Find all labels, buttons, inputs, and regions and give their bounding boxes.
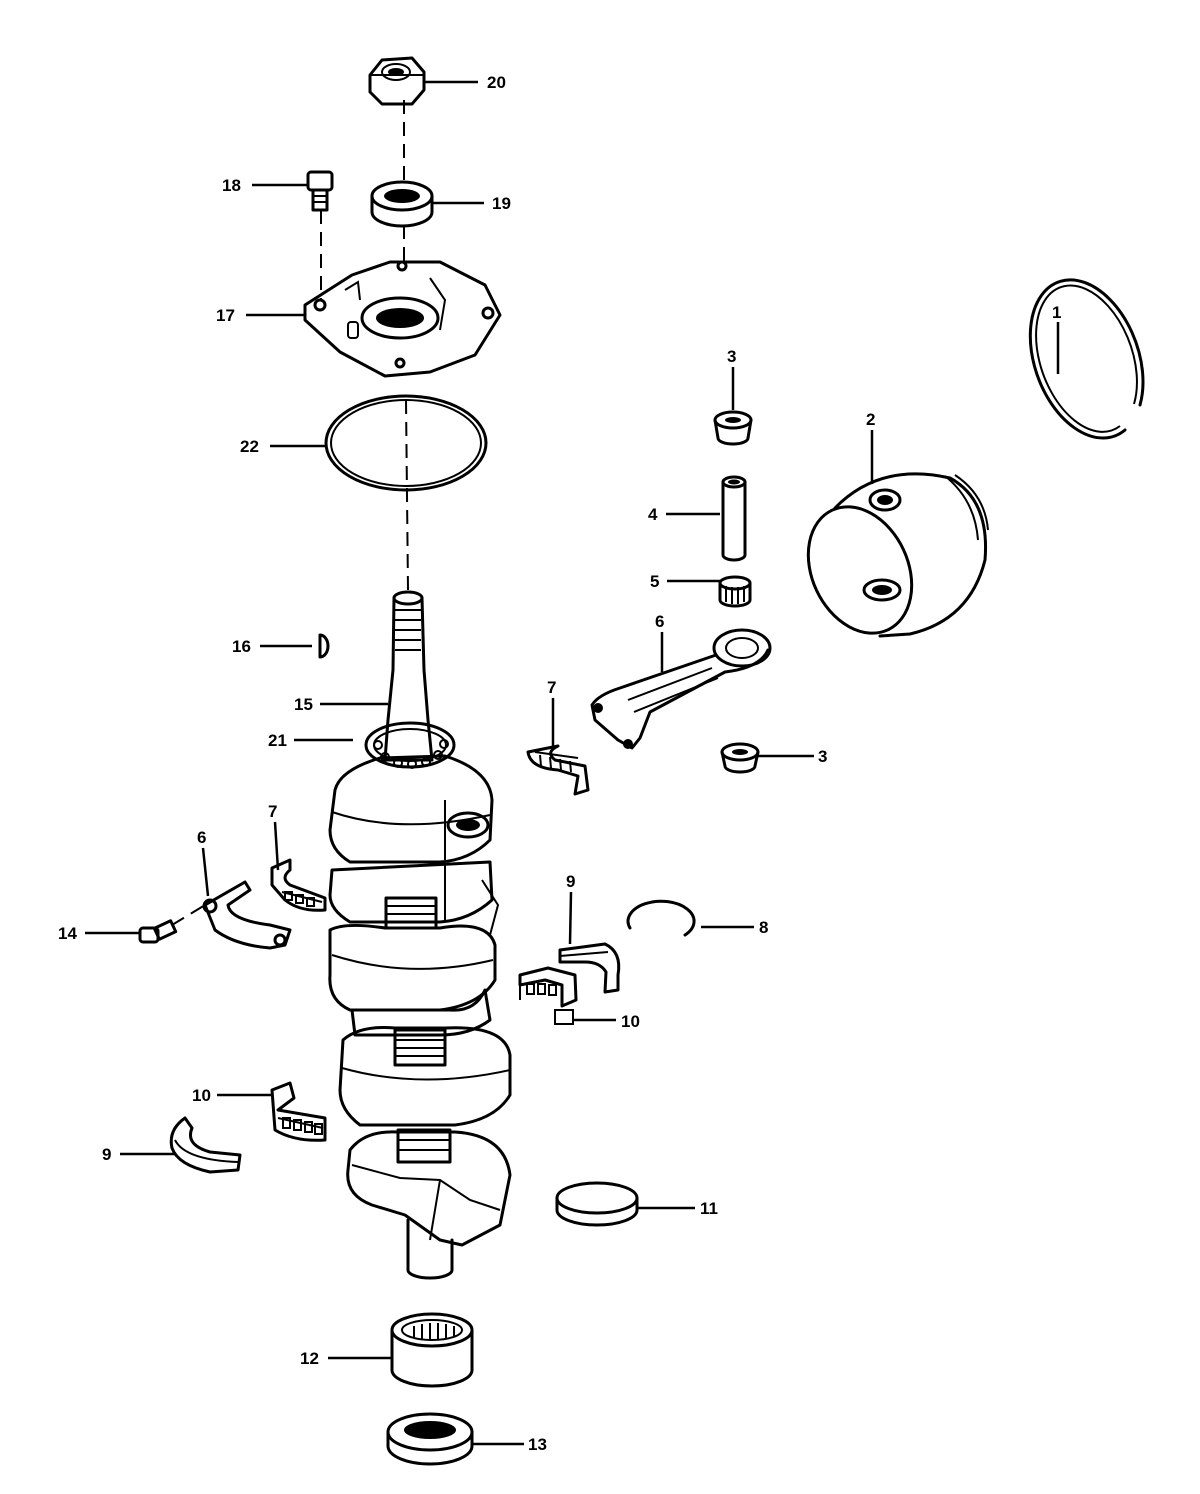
part-retainer-bottom [720, 742, 760, 774]
callout-7-upper: 7 [547, 678, 556, 697]
callout-8: 8 [759, 918, 768, 937]
part-piston-ring [1028, 278, 1145, 440]
part-retaining-ring [626, 899, 696, 937]
callout-3-bottom: 3 [818, 747, 827, 766]
callout-22: 22 [240, 437, 259, 456]
part-bolt [306, 170, 334, 212]
part-lower-seal [386, 1412, 474, 1466]
callout-10-right: 10 [621, 1012, 640, 1031]
callout-17: 17 [216, 306, 235, 325]
callout-20: 20 [487, 73, 506, 92]
callout-7-lower: 7 [268, 802, 277, 821]
callout-3-top: 3 [727, 347, 736, 366]
callout-6-rod: 6 [655, 612, 664, 631]
part-sealing-ring [555, 1181, 639, 1227]
part-crankshaft [328, 590, 512, 1280]
part-piston [806, 472, 989, 638]
callout-11: 11 [700, 1199, 718, 1218]
part-wrist-pin [721, 475, 747, 562]
assembly-axis [405, 399, 409, 591]
callout-16: 16 [232, 637, 251, 656]
callout-18: 18 [222, 176, 241, 195]
callout-9-right: 9 [566, 872, 575, 891]
part-bearing-cage-upper [526, 744, 590, 796]
part-bearing-cage-right [518, 966, 578, 1025]
part-rod-bolt [138, 919, 178, 944]
part-retainer-top [713, 410, 753, 446]
part-roller-bearing [390, 1312, 474, 1388]
callout-2: 2 [866, 410, 875, 429]
part-o-ring [324, 394, 488, 492]
part-rod-cap [202, 880, 292, 950]
callout-21: 21 [268, 731, 287, 750]
part-bearing-cage-rod-cap [270, 858, 327, 912]
part-nut [368, 56, 426, 106]
part-bearing-race-right [558, 942, 621, 994]
part-seal [370, 180, 434, 228]
rod-bolt-axis [171, 904, 206, 926]
part-bearing-race-left [169, 1116, 242, 1174]
part-woodruff-key [318, 633, 330, 659]
callout-19: 19 [492, 194, 511, 213]
callout-12: 12 [300, 1349, 319, 1368]
part-bearing-cage-left [270, 1081, 327, 1142]
callout-5: 5 [650, 572, 659, 591]
part-connecting-rod [590, 628, 772, 750]
callout-1: 1 [1052, 303, 1061, 322]
callout-13: 13 [528, 1435, 547, 1454]
callout-9-left: 9 [102, 1145, 111, 1164]
part-end-cap [303, 260, 502, 378]
callout-15: 15 [294, 695, 313, 714]
callout-4: 4 [648, 505, 658, 524]
callout-14: 14 [58, 924, 77, 943]
part-needle-bearing [718, 575, 752, 608]
callout-10-left: 10 [192, 1086, 211, 1105]
callout-6-cap: 6 [197, 828, 206, 847]
leader-lines [85, 80, 1060, 1446]
